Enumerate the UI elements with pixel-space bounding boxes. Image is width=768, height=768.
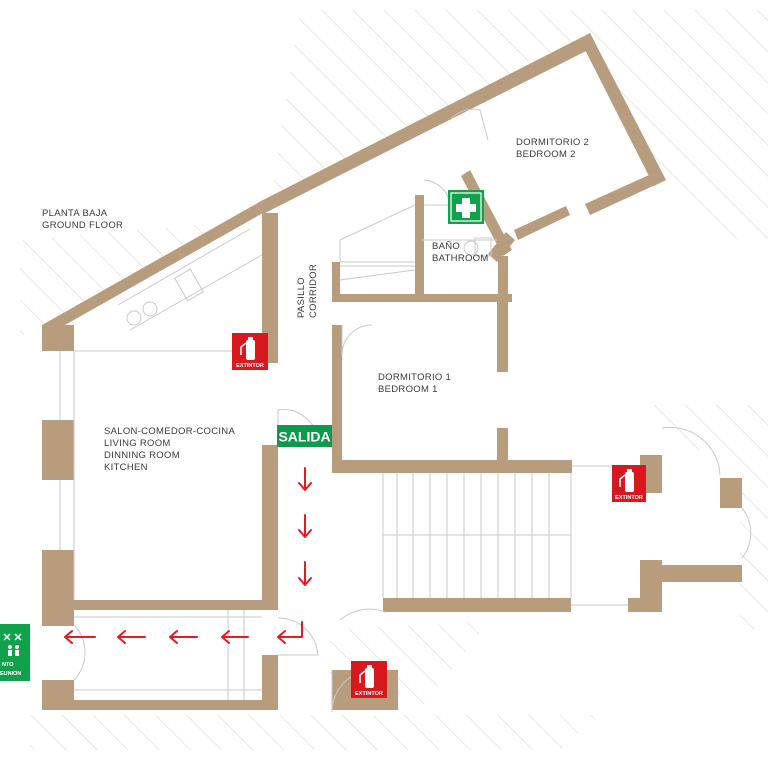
extinguisher-icon [240, 337, 255, 360]
extinguisher-label: EXTINTOR [615, 495, 643, 501]
corridor-label-line2: CORRIDOR [308, 264, 319, 318]
living-label-line4: KITCHEN [104, 462, 148, 473]
living-label-line2: LIVING ROOM [104, 438, 171, 449]
evacuation-arrow-icon [277, 621, 303, 644]
living-label-line3: DINNING ROOM [104, 450, 180, 461]
extinguisher-sign: EXTINTOR [351, 661, 387, 698]
bedroom1-label-line1: DORMITORIO 1 [378, 372, 451, 383]
first-aid-icon [456, 198, 476, 218]
evacuation-route [64, 467, 312, 644]
extinguisher-icon [619, 469, 634, 492]
evacuation-arrow-icon [298, 514, 312, 538]
extinguisher-sign: EXTINTOR [232, 333, 268, 370]
interior-lines [59, 204, 640, 691]
extinguisher-sign: EXTINTOR [612, 465, 646, 502]
assembly-point-sign: NTO EUNION [0, 624, 30, 681]
staircase [227, 473, 572, 700]
evacuation-arrow-icon [298, 467, 312, 491]
corridor-label-line1: PASILLO [296, 277, 307, 318]
bedroom2-label-line2: BEDROOM 2 [516, 149, 576, 160]
room-labels: PLANTA BAJA GROUND FLOOR DORMITORIO 2 BE… [42, 137, 589, 473]
exit-sign-label: SALIDA [278, 429, 330, 445]
floor-label-line2: GROUND FLOOR [42, 220, 123, 231]
evacuation-arrow-icon [117, 630, 146, 644]
bathroom-label-line2: BATHROOM [432, 253, 489, 264]
walls [42, 33, 742, 710]
exit-sign: SALIDA [277, 425, 332, 447]
bedroom2-label-line1: DORMITORIO 2 [516, 137, 589, 148]
living-label-line1: SALON-COMEDOR-COCINA [104, 426, 235, 437]
evacuation-arrow-icon [64, 630, 96, 644]
assembly-label-line1: NTO [2, 662, 14, 668]
bathroom-label-line1: BAÑO [432, 241, 460, 252]
assembly-label-line2: EUNION [0, 671, 21, 677]
evacuation-arrow-icon [169, 630, 198, 644]
bedroom1-label-line2: BEDROOM 1 [378, 384, 438, 395]
extinguisher-label: EXTINTOR [236, 363, 264, 369]
assembly-point-icon [3, 633, 22, 656]
evacuation-arrow-icon [221, 630, 249, 644]
extinguisher-icon [359, 665, 374, 688]
door-swings [73, 108, 752, 713]
evacuation-arrow-icon [298, 561, 312, 586]
extinguisher-label: EXTINTOR [355, 691, 383, 697]
floor-label-line1: PLANTA BAJA [42, 208, 108, 219]
first-aid-sign [448, 190, 484, 224]
